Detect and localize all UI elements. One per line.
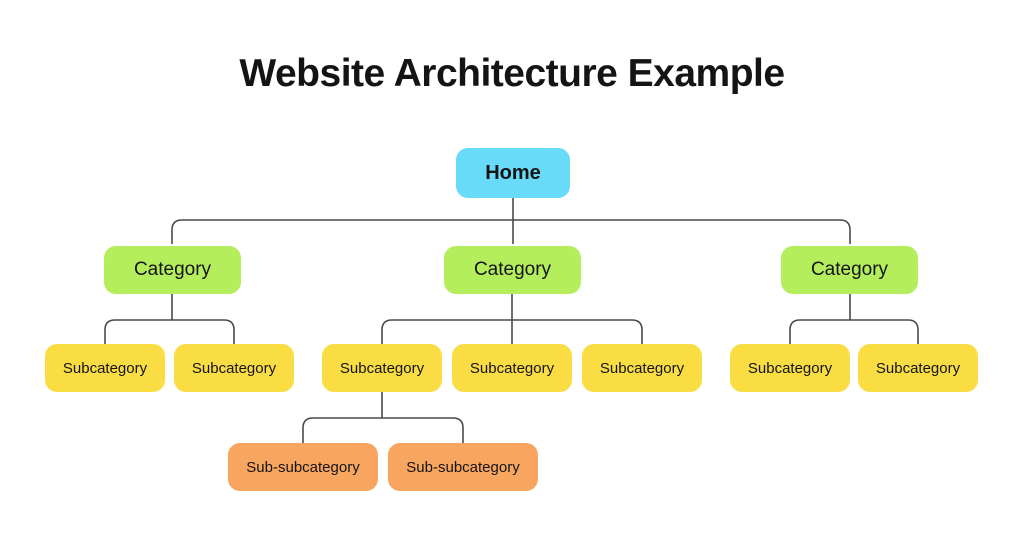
node-label: Home — [485, 161, 541, 184]
node-label: Subcategory — [191, 359, 277, 377]
node-category-2: Category — [444, 246, 581, 294]
node-label: Category — [473, 259, 552, 280]
node-label: Subcategory — [339, 359, 425, 377]
node-label: Subcategory — [599, 359, 685, 377]
node-subcategory-5: Subcategory — [582, 344, 702, 392]
node-subcategory-1: Subcategory — [45, 344, 165, 392]
node-sub-subcategory-2: Sub-subcategory — [388, 443, 538, 491]
diagram-title: Website Architecture Example — [239, 52, 785, 95]
node-subcategory-4: Subcategory — [452, 344, 572, 392]
connector-category3-span — [789, 319, 919, 344]
node-label: Subcategory — [469, 359, 555, 377]
node-subcategory-7: Subcategory — [858, 344, 978, 392]
node-subcategory-2: Subcategory — [174, 344, 294, 392]
node-subcategory-6: Subcategory — [730, 344, 850, 392]
connector-home-span — [171, 219, 851, 244]
node-label: Sub-subcategory — [246, 458, 360, 476]
node-label: Subcategory — [747, 359, 833, 377]
node-label: Category — [133, 259, 212, 280]
node-label: Subcategory — [62, 359, 148, 377]
connector-category2-span — [381, 319, 643, 344]
node-category-1: Category — [104, 246, 241, 294]
node-label: Category — [810, 259, 889, 280]
connector-category1-span — [104, 319, 235, 344]
connector-subsubcategory-span — [302, 417, 464, 443]
node-label: Subcategory — [875, 359, 961, 377]
node-sub-subcategory-1: Sub-subcategory — [228, 443, 378, 491]
node-subcategory-3: Subcategory — [322, 344, 442, 392]
node-category-3: Category — [781, 246, 918, 294]
node-label: Sub-subcategory — [406, 458, 520, 476]
node-home: Home — [456, 148, 570, 198]
